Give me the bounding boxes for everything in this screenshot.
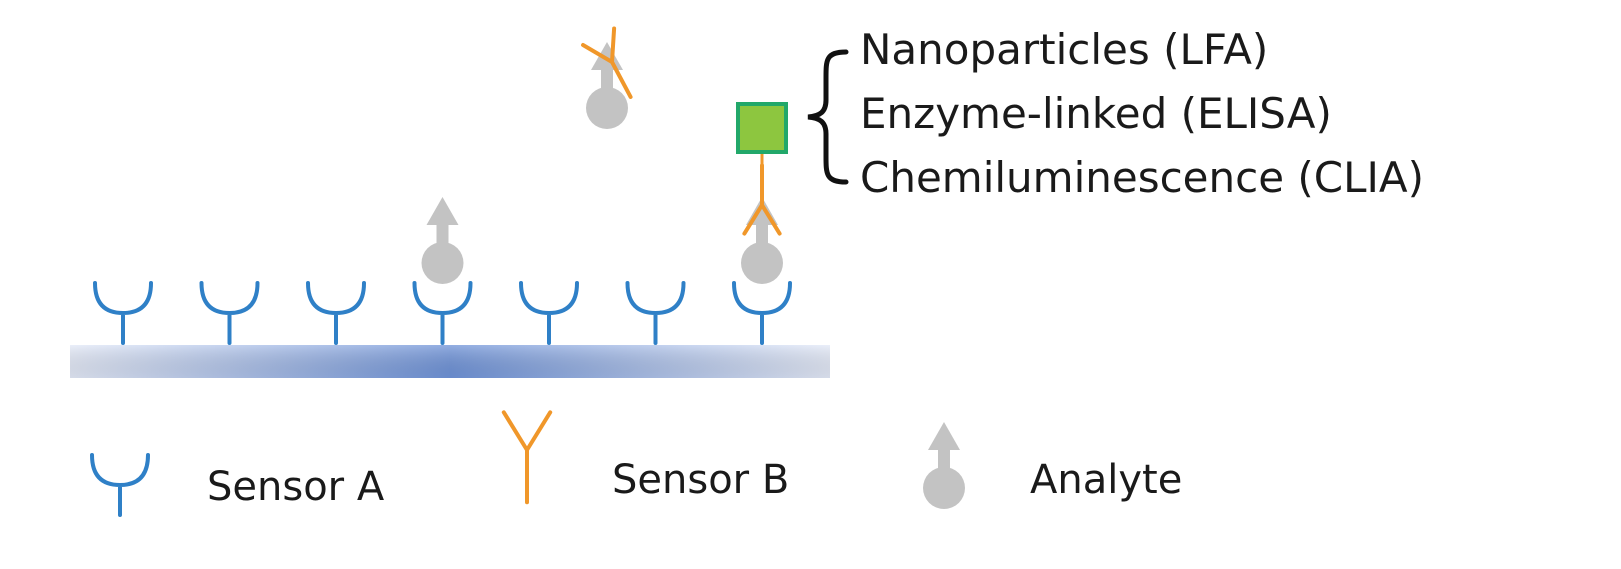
legend-sensor-b-icon <box>501 410 553 505</box>
legend-analyte-label: Analyte <box>1030 457 1182 503</box>
signal-label-square <box>736 102 788 154</box>
legend-analyte-icon <box>923 422 965 509</box>
legend: Sensor A Sensor B Analyte <box>90 410 1182 517</box>
detection-method-nanoparticles: Nanoparticles (LFA) <box>860 25 1268 74</box>
detection-methods-list: Nanoparticles (LFA) Enzyme-linked (ELISA… <box>860 25 1424 202</box>
free-sensor-b <box>581 26 633 99</box>
legend-sensor-a-icon <box>90 453 150 517</box>
bound-analyte-4 <box>421 197 464 284</box>
detection-brace <box>807 49 849 185</box>
sensor-surface <box>70 345 830 378</box>
legend-sensor-a-label: Sensor A <box>207 464 385 510</box>
sensor-a-2 <box>199 281 260 345</box>
bound-analyte-7 <box>741 197 783 284</box>
bound-analytes <box>421 197 783 284</box>
detection-method-clia: Chemiluminescence (CLIA) <box>860 153 1424 202</box>
free-analyte <box>586 42 628 129</box>
sensor-a-4 <box>412 281 473 345</box>
legend-sensor-b-label: Sensor B <box>612 457 789 503</box>
sensor-a-3 <box>306 281 366 345</box>
sensor-a-5 <box>519 281 579 345</box>
free-sensor-b-complex <box>581 26 633 129</box>
sensor-a-1 <box>93 281 153 345</box>
sensor-a-row <box>93 281 792 345</box>
sensor-a-7 <box>732 281 792 345</box>
bound-sensor-b-complex <box>736 102 788 236</box>
detection-method-elisa: Enzyme-linked (ELISA) <box>860 89 1332 138</box>
sensor-a-6 <box>625 281 686 345</box>
